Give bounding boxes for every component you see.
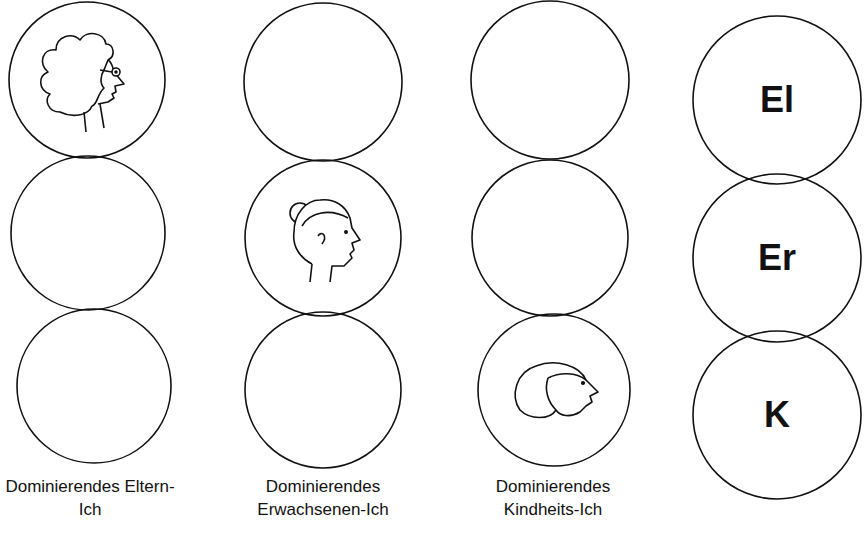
parent-face: [41, 34, 124, 132]
ego-state-caption: Dominierendes Erwachsenen-Ich: [233, 476, 413, 522]
ego-circle: [11, 156, 165, 310]
ego-circle: [478, 314, 630, 466]
child-face: [515, 363, 598, 418]
adult-face: [290, 200, 360, 282]
ego-state-caption: Dominierendes Kindheits-Ich: [463, 476, 643, 522]
ego-state-label: K: [764, 394, 790, 436]
ego-circle: [245, 160, 401, 316]
ego-circle: [245, 312, 401, 468]
ego-state-caption: Dominierendes Eltern-Ich: [0, 476, 180, 522]
ego-circle: [244, 3, 402, 161]
ego-state-label: Er: [758, 237, 796, 279]
ego-state-circle: K: [692, 330, 862, 500]
ego-state-label: El: [760, 79, 794, 121]
ego-circle: [471, 1, 629, 159]
ego-circle: [17, 309, 171, 463]
ego-state-circle: Er: [692, 173, 862, 343]
ego-circle: [9, 2, 165, 158]
ego-circle: [472, 160, 628, 316]
ego-state-circle: El: [692, 15, 862, 185]
